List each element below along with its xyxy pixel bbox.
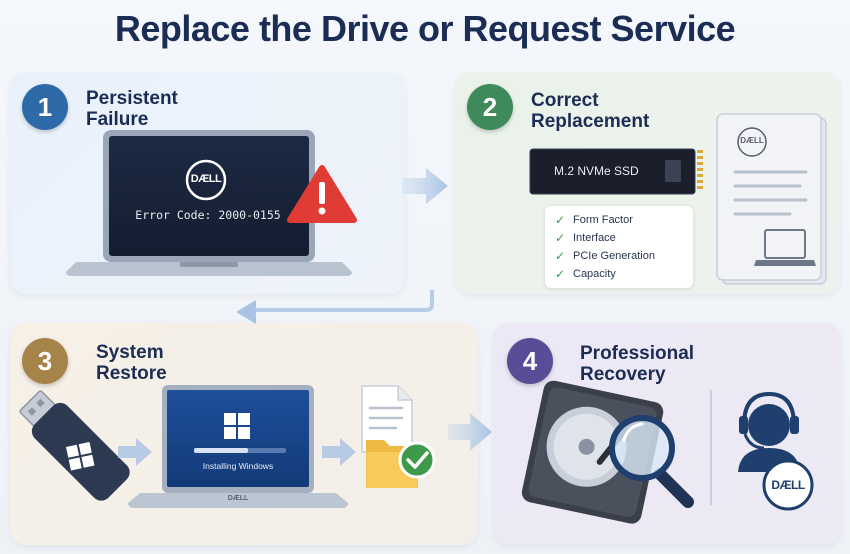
usb-drive-icon xyxy=(19,390,130,501)
check-icon: ✓ xyxy=(555,213,566,227)
file-icon xyxy=(361,385,413,453)
ssd-label: M.2 NVMe SSD xyxy=(554,164,639,178)
step-3-number: 3 xyxy=(22,338,68,384)
dell-logo-text: DÆLL xyxy=(190,173,222,185)
magnifier-icon xyxy=(609,415,694,508)
step-2-number: 2 xyxy=(467,84,513,130)
support-agent-icon xyxy=(738,391,800,472)
document-dell-logo: DÆLL xyxy=(740,136,764,145)
check-icon: ✓ xyxy=(555,231,566,245)
checklist-item: ✓Form Factor xyxy=(555,213,633,227)
dell-badge xyxy=(762,459,814,511)
document-icon xyxy=(716,113,827,285)
checklist-item: ✓Interface xyxy=(555,231,616,245)
check-icon: ✓ xyxy=(555,267,566,281)
dell-badge-text: DÆLL xyxy=(771,478,805,492)
small-laptop-icon xyxy=(754,229,816,266)
step-1-number: 1 xyxy=(22,84,68,130)
windows-logo-icon xyxy=(224,413,250,439)
check-icon: ✓ xyxy=(555,249,566,263)
arrow-1-to-2 xyxy=(402,168,448,204)
arrow-3-to-4 xyxy=(448,413,492,451)
spec-checklist: ✓Form Factor ✓Interface ✓PCIe Generation… xyxy=(545,206,693,288)
page-title: Replace the Drive or Request Service xyxy=(114,8,736,49)
warning-icon xyxy=(287,165,357,223)
error-code-text: Error Code: 2000-0155 xyxy=(135,208,281,222)
windows-logo-icon xyxy=(66,442,95,471)
step-4-number: 4 xyxy=(507,338,553,384)
laptop-icon xyxy=(66,130,352,276)
ssd-icon xyxy=(529,148,703,195)
arrow-usb-to-laptop xyxy=(118,438,152,466)
arrow-2-to-3 xyxy=(236,290,434,324)
hard-drive-icon xyxy=(521,380,664,524)
checklist-item: ✓Capacity xyxy=(555,267,616,281)
installing-windows-text: Installing Windows xyxy=(202,461,274,471)
check-icon xyxy=(398,441,436,479)
checklist-item: ✓PCIe Generation xyxy=(555,249,655,263)
arrow-laptop-to-folder xyxy=(322,438,356,466)
laptop-icon xyxy=(128,385,348,508)
laptop-dell-logo: DÆLL xyxy=(227,495,249,502)
dell-logo xyxy=(185,159,227,201)
